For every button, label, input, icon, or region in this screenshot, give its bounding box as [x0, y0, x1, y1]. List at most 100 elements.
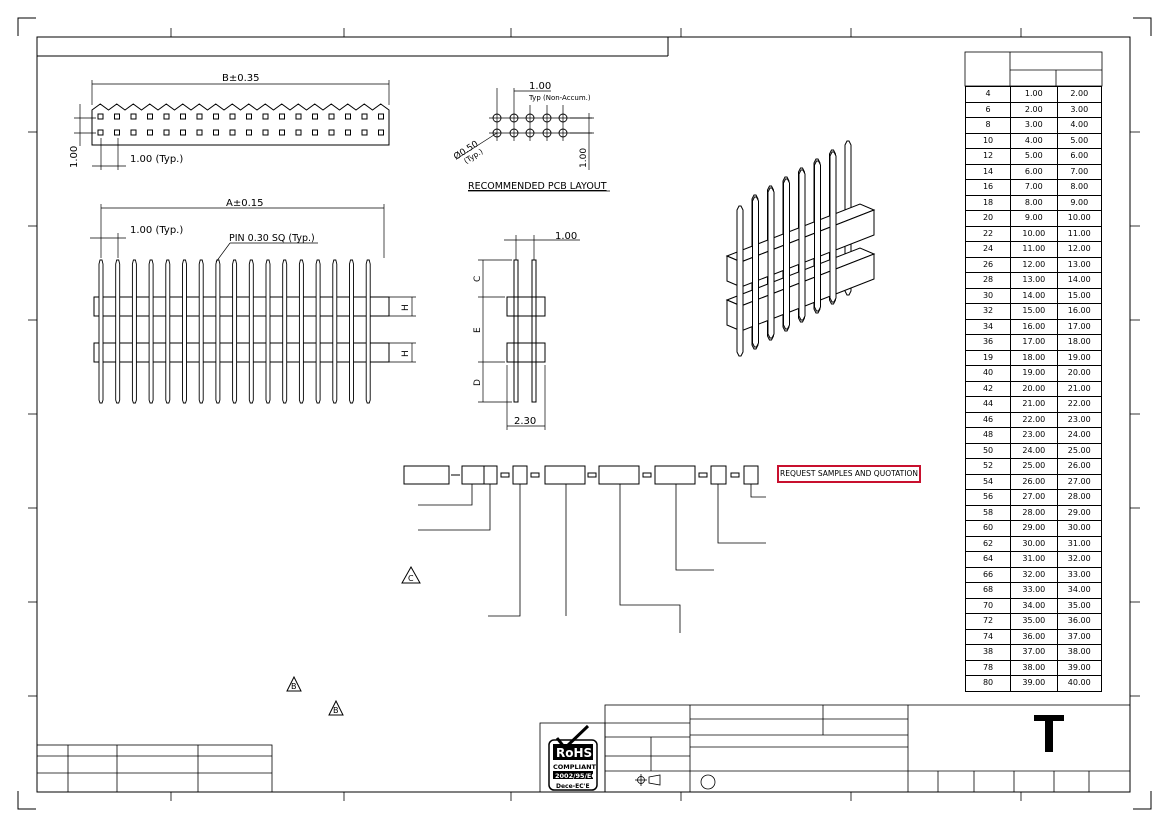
h-lower-label: H — [401, 350, 411, 357]
front-pin — [265, 259, 271, 404]
isometric-view — [725, 140, 876, 357]
front-pin — [198, 259, 204, 404]
dim-b-cell: 18.00 — [1056, 334, 1103, 351]
iso-pin-front — [767, 187, 775, 339]
revision-mark-c: C — [401, 565, 421, 584]
top-pin — [196, 129, 203, 136]
side-lower-housing — [506, 342, 546, 363]
iso-pin-front — [798, 169, 806, 321]
dim-a-cell: 31.00 — [1010, 551, 1058, 568]
pin-count-cell: 80 — [964, 675, 1012, 692]
top-pin — [361, 113, 368, 120]
top-pin — [130, 129, 137, 136]
dim-b-cell: 35.00 — [1056, 597, 1103, 614]
dim-a-cell: 27.00 — [1010, 489, 1058, 506]
top-pin — [114, 129, 120, 136]
pin-count-cell: 62 — [964, 535, 1012, 552]
dim-b-cell: 12.00 — [1056, 241, 1103, 258]
top-pitch-label: 1.00 (Typ.) — [130, 154, 183, 165]
dim-b-cell: 24.00 — [1056, 427, 1103, 444]
ordering-code — [403, 465, 766, 633]
dim-b-cell: 38.00 — [1056, 644, 1103, 661]
c-label: C — [473, 276, 483, 282]
pin-count-cell: 66 — [964, 566, 1012, 583]
code-series-box — [403, 465, 450, 485]
front-pin — [148, 259, 154, 404]
top-pin — [213, 113, 219, 120]
dim-b-cell: 20.00 — [1056, 365, 1103, 382]
top-pin — [229, 113, 236, 120]
dim-a-cell: 24.00 — [1010, 442, 1058, 459]
pin-count-cell: 28 — [964, 272, 1012, 289]
dim-b-cell: 13.00 — [1056, 256, 1103, 273]
front-upper-housing — [93, 296, 390, 317]
dim-a-cell: 33.00 — [1010, 582, 1058, 599]
top-pin — [262, 113, 269, 120]
dim-a-cell: 36.00 — [1010, 628, 1058, 645]
dim-a-cell: 26.00 — [1010, 473, 1058, 490]
code-plating-box — [710, 465, 727, 485]
dim-a-cell: 29.00 — [1010, 520, 1058, 537]
dim-a-cell: 28.00 — [1010, 504, 1058, 521]
iso-pin-front — [814, 160, 821, 312]
pin-count-cell: 8 — [964, 117, 1012, 134]
dim-b-cell: 6.00 — [1056, 148, 1103, 165]
top-view-housing — [91, 103, 390, 146]
dim-b-cell: 19.00 — [1056, 349, 1103, 366]
revision-mark-b-1: B — [286, 675, 302, 692]
top-pin — [97, 113, 104, 120]
pcb-layout: 1.00 Typ (Non-Accum.) Ø0.50 (Typ.) 1.00 … — [452, 81, 610, 192]
dim-b-cell: 23.00 — [1056, 411, 1103, 428]
title-block — [539, 704, 1131, 793]
top-pin — [312, 113, 318, 120]
dim-a-cell: 12.00 — [1010, 256, 1058, 273]
dim-a-cell: 20.00 — [1010, 380, 1058, 397]
top-pin — [246, 129, 252, 136]
pcb-pitch-note: Typ (Non-Accum.) — [528, 94, 591, 102]
dim-b-cell: 9.00 — [1056, 194, 1103, 211]
side-view — [478, 235, 580, 430]
pin-count-cell: 78 — [964, 659, 1012, 676]
top-view-pins — [97, 113, 384, 136]
front-pin — [131, 259, 137, 404]
request-samples-button[interactable]: REQUEST SAMPLES AND QUOTATION — [777, 465, 921, 483]
top-pin — [279, 129, 285, 136]
top-pin — [378, 129, 384, 136]
dim-b-cell: 2.00 — [1056, 86, 1103, 103]
pcb-hole — [542, 113, 552, 123]
dim-a-cell: 6.00 — [1010, 163, 1058, 180]
top-pin — [328, 113, 335, 120]
pin-count-cell: 24 — [964, 241, 1012, 258]
front-lower-housing — [93, 342, 390, 363]
row-spacing-label: 1.00 — [69, 146, 80, 168]
dim-a-cell: 25.00 — [1010, 458, 1058, 475]
pin-count-cell: 52 — [964, 458, 1012, 475]
pin-count-cell: 50 — [964, 442, 1012, 459]
iso-pin-front — [829, 151, 837, 303]
dim-b-cell: 5.00 — [1056, 132, 1103, 149]
front-pitch-label: 1.00 (Typ.) — [130, 225, 183, 236]
top-pin — [114, 113, 120, 120]
top-pin — [180, 129, 186, 136]
dim-b-cell: 25.00 — [1056, 442, 1103, 459]
front-pin — [182, 259, 187, 404]
company-logo: T — [1034, 715, 1064, 752]
a-length-label: A±0.15 — [226, 198, 264, 209]
svg-text:B: B — [291, 682, 297, 691]
dim-a-cell: 17.00 — [1010, 334, 1058, 351]
pin-count-cell: 4 — [964, 86, 1012, 103]
dim-a-cell: 3.00 — [1010, 117, 1058, 134]
dim-a-cell: 39.00 — [1010, 675, 1058, 692]
dim-a-cell: 37.00 — [1010, 644, 1058, 661]
dim-a-cell: 32.00 — [1010, 566, 1058, 583]
